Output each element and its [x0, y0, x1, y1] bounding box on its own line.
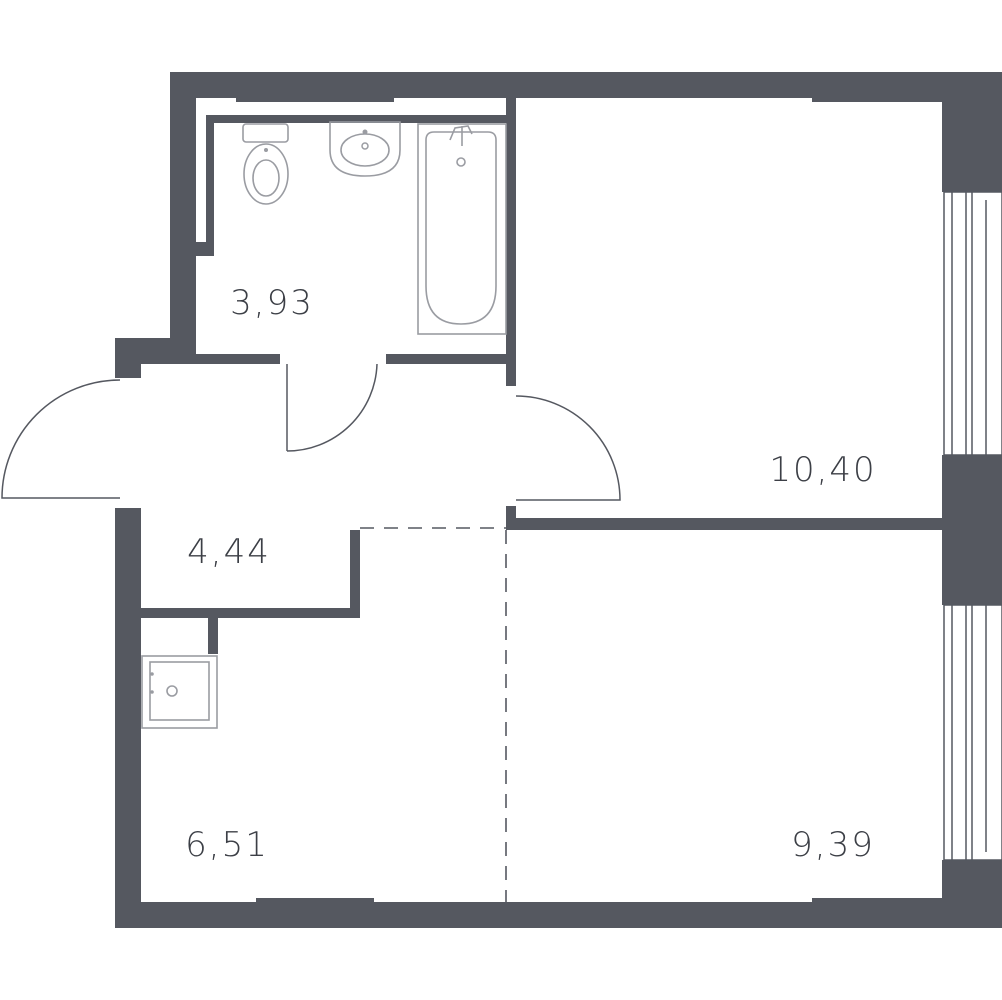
window-lower: [943, 604, 1002, 861]
walls: [115, 72, 1002, 928]
kitchen-area-label: 6,51: [185, 825, 269, 865]
bathroom-door: [286, 363, 378, 452]
entrance-door: [1, 379, 121, 499]
bathtub-icon: [417, 123, 507, 335]
bedroom-area-label: 10,40: [769, 450, 876, 490]
toilet-icon: [242, 123, 289, 205]
bathroom-area-label: 3,93: [230, 283, 314, 323]
bedroom-door: [515, 395, 621, 501]
window-upper: [943, 191, 1002, 456]
stove-icon: [141, 655, 218, 729]
zone-dividers: [360, 527, 507, 902]
living-area-label: 9,39: [791, 825, 875, 865]
sink-icon: [329, 121, 401, 177]
hallway-area-label: 4,44: [187, 532, 271, 572]
